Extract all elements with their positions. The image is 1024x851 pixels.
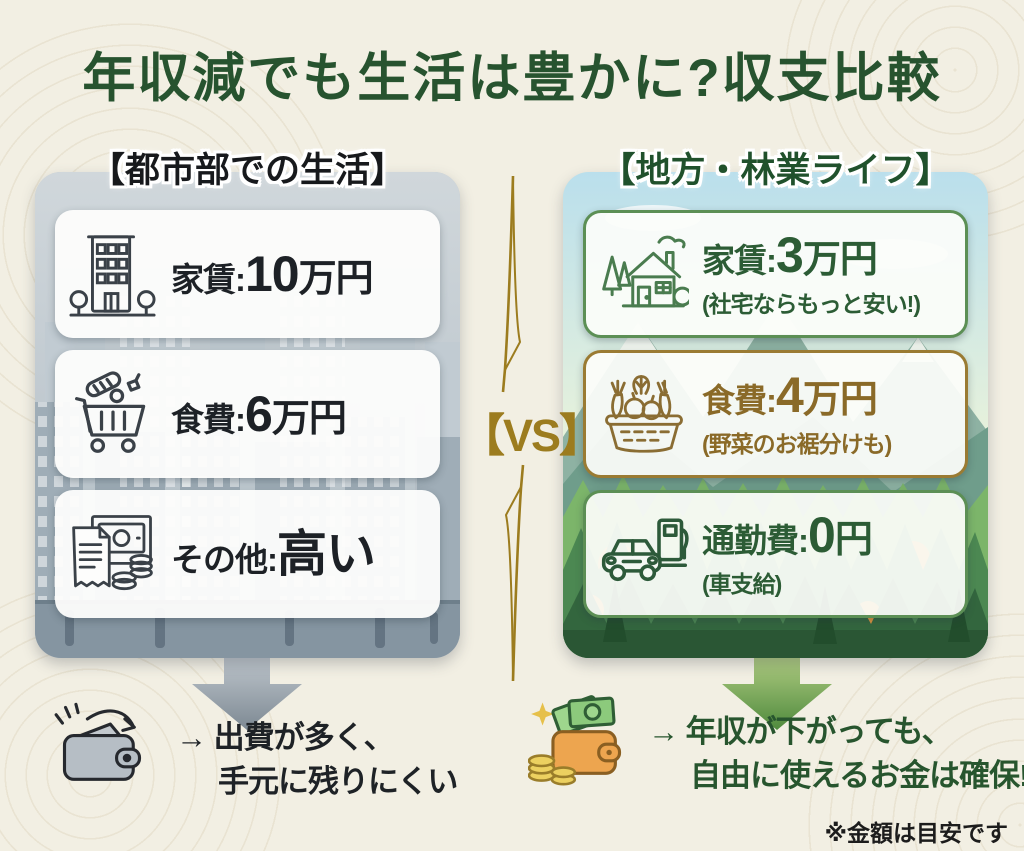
vegetable-basket-icon xyxy=(586,371,702,457)
down-arrow-rural xyxy=(722,652,832,730)
city-other-text: その他:高い xyxy=(171,525,376,582)
down-arrow-city xyxy=(192,652,302,730)
rural-panel: 家賃:3万円 (社宅ならもっと安い!) xyxy=(563,172,988,658)
city-food-text: 食費:6万円 xyxy=(171,385,347,442)
city-food-card: 食費:6万円 xyxy=(55,350,440,478)
page-title: 年収減でも生活は豊かに?収支比較 xyxy=(82,49,942,108)
rural-food-text: 食費:4万円 xyxy=(702,367,878,424)
gold-flourish-top xyxy=(501,175,522,393)
house-icon xyxy=(586,231,702,317)
vs-label: 【VS】 xyxy=(460,410,604,461)
city-panel-header: 【都市部での生活】 xyxy=(89,151,405,190)
rural-conclusion: → 年収が下がっても、 自由に使えるお金は確保! xyxy=(527,694,1024,798)
rural-commute-note: (車支給) xyxy=(702,570,782,597)
shopping-cart-icon xyxy=(55,370,171,458)
rural-rent-text: 家賃:3万円 xyxy=(702,227,878,284)
rural-conclusion-text: → 年収が下がっても、 自由に使えるお金は確保! xyxy=(648,714,1024,794)
rural-food-card: 食費:4万円 (野菜のお裾分けも) xyxy=(583,350,968,478)
city-panel: 家賃:10万円 食費:6万円 xyxy=(35,172,460,658)
building-icon xyxy=(55,228,171,320)
rural-rent-note: (社宅ならもっと安い!) xyxy=(702,290,921,317)
city-rent-text: 家賃:10万円 xyxy=(171,245,374,302)
city-rent-card: 家賃:10万円 xyxy=(55,210,440,338)
rural-commute-card: 通勤費:0円 (車支給) xyxy=(583,490,968,618)
receipt-money-icon xyxy=(55,510,171,598)
rural-food-note: (野菜のお裾分けも) xyxy=(702,430,892,457)
rural-commute-text: 通勤費:0円 xyxy=(702,507,873,564)
footnote: ※金額は目安です xyxy=(824,820,1008,846)
empty-wallet-icon xyxy=(52,702,152,795)
gold-flourish-bottom xyxy=(504,464,525,682)
rural-rent-card: 家賃:3万円 (社宅ならもっと安い!) xyxy=(583,210,968,338)
city-conclusion: → 出費が多く、 手元に残りにくい xyxy=(52,702,458,804)
full-wallet-icon xyxy=(527,694,632,791)
car-fuel-icon xyxy=(586,514,702,594)
city-conclusion-text: → 出費が多く、 手元に残りにくい xyxy=(176,720,458,800)
city-other-card: その他:高い xyxy=(55,490,440,618)
rural-panel-header: 【地方・林業ライフ】 xyxy=(600,151,951,190)
